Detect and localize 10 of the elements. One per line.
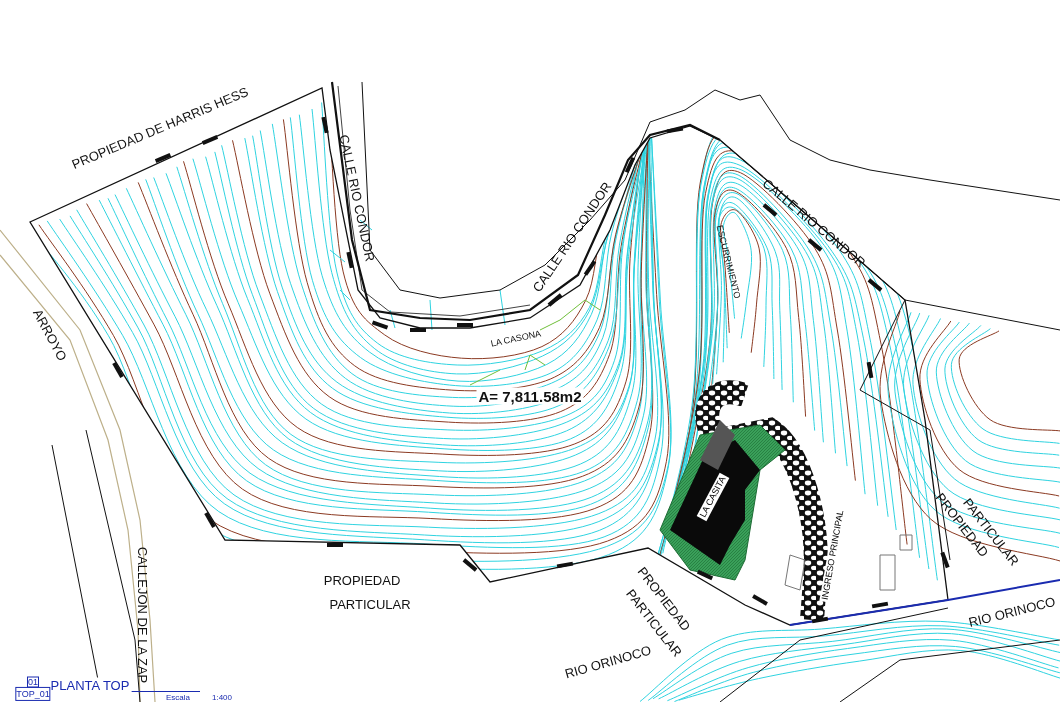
- drawing-title: PLANTA TOP: [48, 677, 132, 693]
- property-label: PROPIEDAD: [323, 573, 401, 587]
- street-name: CALLE RIO CONDOR: [337, 133, 377, 263]
- building-label: LA CASONA: [490, 329, 542, 349]
- scale-value: 1:400: [212, 694, 232, 702]
- area-value: A= 7,811.58m2: [476, 387, 584, 405]
- sheet-number: 01: [27, 676, 39, 688]
- scale-label: Escala: [166, 694, 190, 702]
- alley-name: CALLEJON DE LA ZAP: [135, 546, 149, 684]
- property-label: PARTICULAR: [329, 597, 411, 611]
